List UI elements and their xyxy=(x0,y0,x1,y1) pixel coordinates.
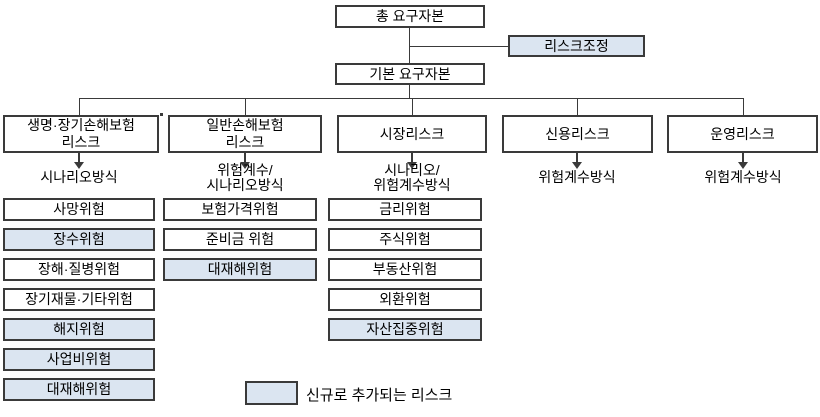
risk-item-catastrophe-nonlife: 대재해위험 xyxy=(163,258,317,281)
branch-label-line1: 생명·장기손해보험 xyxy=(27,117,135,133)
down-arrow-icon xyxy=(576,153,578,163)
down-arrow-icon xyxy=(240,162,250,169)
branch-label-line2: 리스크 xyxy=(225,134,265,150)
down-arrow-icon xyxy=(738,162,748,169)
risk-item-disability-disease: 장해·질병위험 xyxy=(3,258,155,281)
method-label-scenario-factor: 시나리오/ 위험계수방식 xyxy=(373,162,451,193)
risk-item-equity: 주식위험 xyxy=(328,228,482,251)
risk-item-premium: 보험가격위험 xyxy=(163,198,317,221)
node-label: 리스크조정 xyxy=(544,37,609,54)
risk-item-reserve: 준비금 위험 xyxy=(163,228,317,251)
risk-item-asset-concentration: 자산집중위험 xyxy=(328,318,482,341)
risk-item-longevity: 장수위험 xyxy=(3,228,155,251)
branch-operational-risk: 운영리스크 xyxy=(667,115,818,153)
branch-general-nonlife-risk: 일반손해보험 리스크 xyxy=(168,115,322,153)
connector-to-risk-adjustment xyxy=(409,46,508,47)
connector-basic-down xyxy=(409,85,410,98)
connector-drop-col4 xyxy=(577,98,578,115)
down-arrow-icon xyxy=(244,153,246,163)
down-arrow-icon xyxy=(407,162,417,169)
branch-life-longterm-risk: 생명·장기손해보험 리스크 xyxy=(3,115,159,153)
down-arrow-icon xyxy=(572,162,582,169)
node-label: 기본 요구자본 xyxy=(369,65,451,82)
connector-drop-col2 xyxy=(245,98,246,115)
stray-dot xyxy=(160,113,163,116)
risk-item-real-estate: 부동산위험 xyxy=(328,258,482,281)
legend-label: 신규로 추가되는 리스크 xyxy=(306,387,453,404)
branch-label-line1: 일반손해보험 xyxy=(206,117,284,133)
risk-item-foreign-exchange: 외환위험 xyxy=(328,288,482,311)
method-label-scenario: 시나리오방식 xyxy=(40,169,118,185)
branch-credit-risk: 신용리스크 xyxy=(502,115,653,153)
down-arrow-icon xyxy=(411,153,413,163)
branch-market-risk: 시장리스크 xyxy=(337,115,487,153)
connector-drop-col1 xyxy=(79,98,80,115)
branch-label-line1: 운영리스크 xyxy=(710,125,775,142)
node-total-required-capital: 총 요구자본 xyxy=(335,5,485,28)
down-arrow-icon xyxy=(78,153,80,163)
connector-drop-col3 xyxy=(412,98,413,115)
node-basic-required-capital: 기본 요구자본 xyxy=(335,63,485,85)
node-label: 총 요구자본 xyxy=(375,8,445,24)
risk-item-interest-rate: 금리위험 xyxy=(328,198,482,221)
method-label-factor-scenario: 위험계수/ 시나리오방식 xyxy=(206,162,284,193)
legend-swatch xyxy=(245,381,298,405)
method-label-factor: 위험계수방식 xyxy=(704,169,782,185)
connector-total-to-basic xyxy=(409,28,410,63)
risk-item-expense: 사업비위험 xyxy=(3,348,155,371)
down-arrow-icon xyxy=(74,162,84,169)
branch-label-line2: 리스크 xyxy=(61,134,101,150)
risk-item-lapse: 해지위험 xyxy=(3,318,155,341)
branch-label-line1: 신용리스크 xyxy=(545,125,610,142)
risk-item-catastrophe-life: 대재해위험 xyxy=(3,378,155,401)
node-risk-adjustment: 리스크조정 xyxy=(508,35,645,57)
connector-branch-bus xyxy=(79,98,744,99)
branch-label-line1: 시장리스크 xyxy=(379,125,445,142)
risk-item-longterm-property-other: 장기재물·기타위험 xyxy=(3,288,155,311)
method-label-factor: 위험계수방식 xyxy=(538,169,616,185)
connector-drop-col5 xyxy=(743,98,744,115)
down-arrow-icon xyxy=(742,153,744,163)
risk-item-mortality: 사망위험 xyxy=(3,198,155,221)
